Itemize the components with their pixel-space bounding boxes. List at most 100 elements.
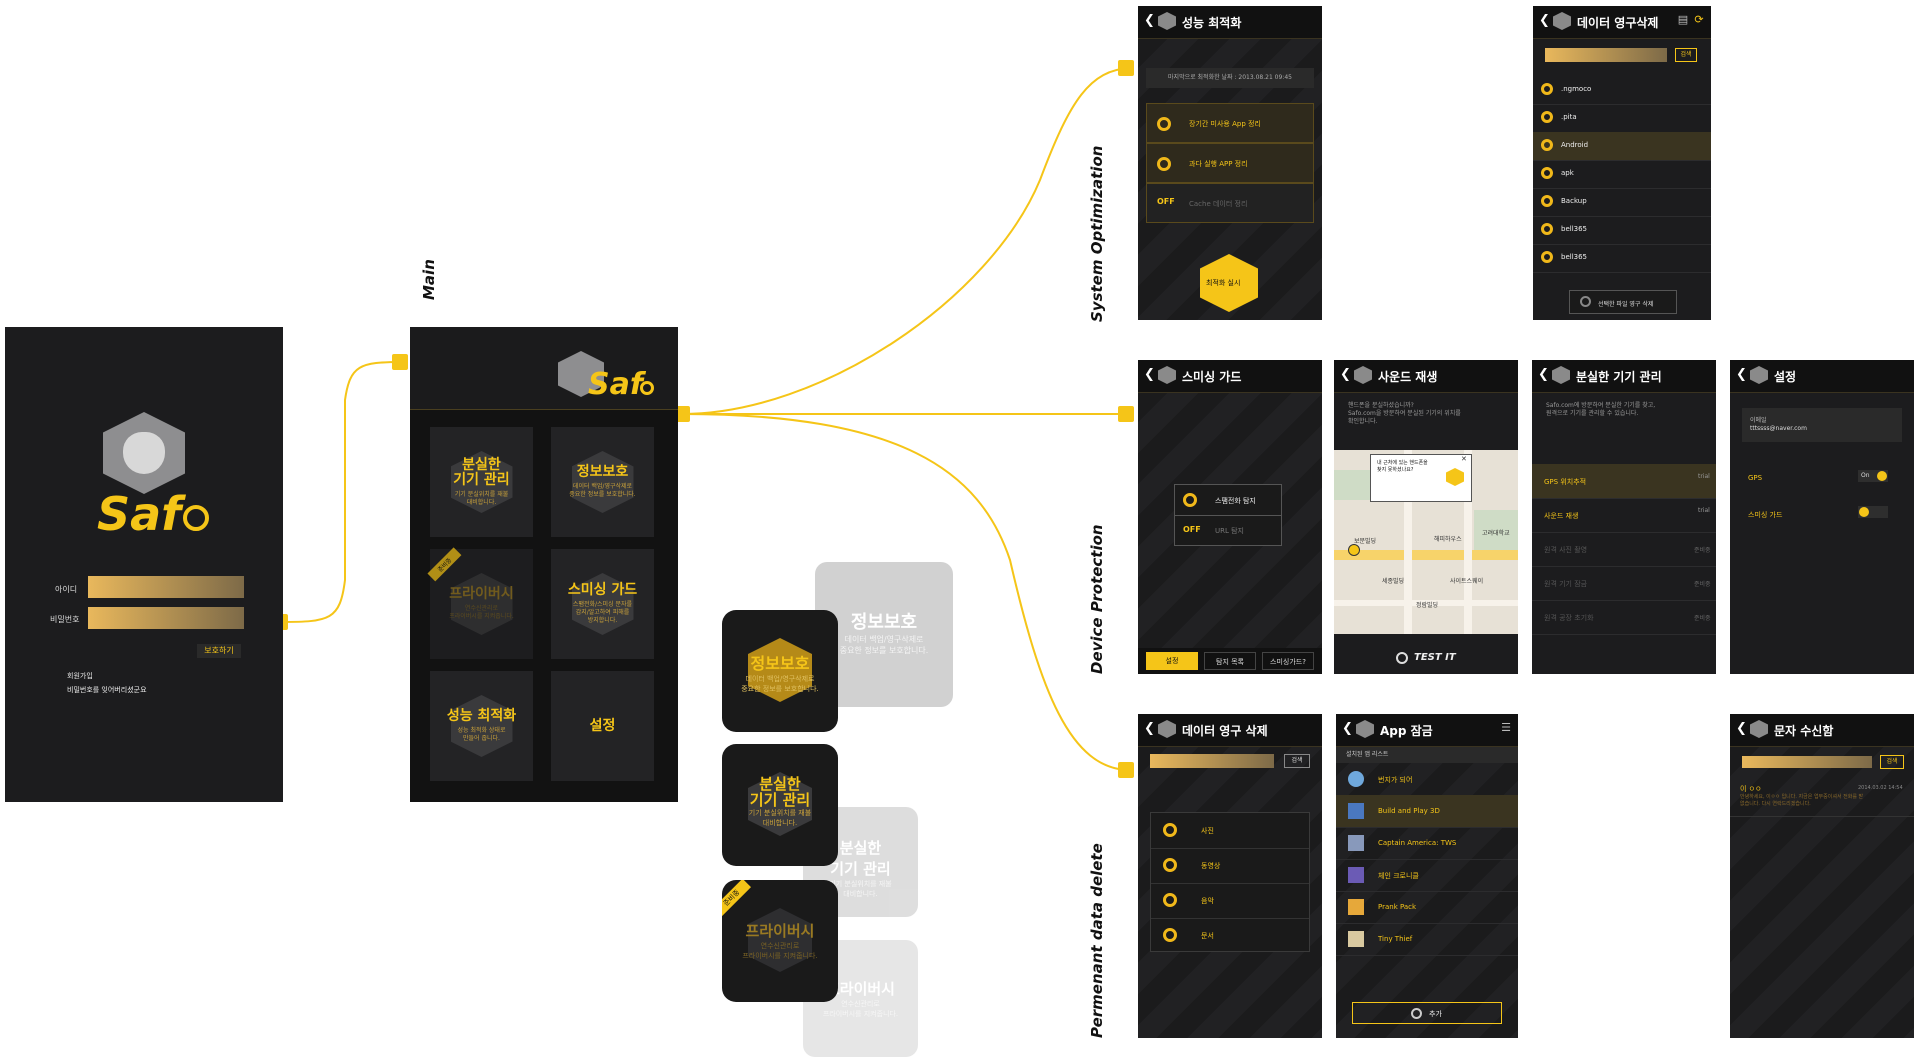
list-icon[interactable]: ▤ bbox=[1677, 13, 1689, 26]
menu-icon[interactable]: ☰ bbox=[1501, 721, 1511, 734]
category-music[interactable]: 음악 bbox=[1151, 883, 1309, 919]
back-icon[interactable]: ❮ bbox=[1144, 721, 1155, 736]
delete-selected-button[interactable]: 선택한 파일 영구 삭제 bbox=[1569, 290, 1677, 314]
login-screen: Saf 아이디 비밀번호 보호하기 회원가입 비밀번호를 잊어버리셨군요 bbox=[5, 327, 283, 802]
forgot-password-link[interactable]: 비밀번호를 잊어버리셨군요 bbox=[67, 686, 147, 694]
close-icon[interactable]: ✕ bbox=[1461, 455, 1467, 463]
tab-smishing-help[interactable]: 스미싱가드? bbox=[1262, 652, 1314, 670]
tile-settings[interactable]: 설정 bbox=[551, 671, 654, 781]
lion-logo-icon bbox=[1553, 12, 1571, 30]
lion-logo-icon bbox=[1158, 366, 1176, 384]
app-row[interactable]: 체인 크로니클 bbox=[1336, 859, 1518, 892]
password-label: 비밀번호 bbox=[50, 615, 80, 624]
category-documents[interactable]: 문서 bbox=[1151, 918, 1309, 953]
lost-row-reset: 원격 공장 초기화 준비중 bbox=[1532, 600, 1716, 635]
spam-call-option[interactable]: 스팸전화 탐지 bbox=[1175, 485, 1281, 516]
sms-search-button[interactable]: 검색 bbox=[1880, 755, 1904, 769]
sound-screen: ❮사운드 재생 핸드폰을 분실하셨습니까? Safo.com을 방문하여 분실된… bbox=[1334, 360, 1518, 674]
file-row[interactable]: bell365 bbox=[1533, 244, 1711, 273]
smishing-toggle[interactable] bbox=[1858, 506, 1888, 518]
signup-link[interactable]: 회원가입 bbox=[67, 672, 93, 680]
smishing-label: 스미싱 가드 bbox=[1748, 511, 1783, 519]
app-row[interactable]: 번지가 되어 bbox=[1336, 763, 1518, 796]
tab-settings[interactable]: 설정 bbox=[1146, 652, 1198, 670]
off-icon: OFF bbox=[1183, 525, 1201, 534]
perf-item-2[interactable]: 과다 실행 APP 정리 bbox=[1146, 143, 1314, 183]
coming-soon-badge: 준비중 bbox=[722, 880, 752, 918]
file-row[interactable]: bell365 bbox=[1533, 216, 1711, 245]
screen-title: 성능 최적화 bbox=[1182, 16, 1242, 30]
email-field[interactable]: 이메일 tttssss@naver.com bbox=[1742, 408, 1902, 442]
tile-state-info[interactable]: 정보보호 데이터 백업/영구삭제로 중요한 정보를 보호합니다. bbox=[722, 610, 838, 732]
category-search-button[interactable]: 검색 bbox=[1284, 754, 1310, 768]
lion-logo-icon bbox=[1356, 720, 1374, 738]
screen-title: 데이터 영구 삭제 bbox=[1182, 724, 1268, 738]
sms-search-input[interactable] bbox=[1742, 756, 1872, 768]
lost-row-sound[interactable]: 사운드 재생 trial bbox=[1532, 498, 1716, 533]
sound-description: 핸드폰을 분실하셨습니까? Safo.com을 방문하여 분실된 기기의 위치를… bbox=[1348, 402, 1461, 425]
tab-detect-list[interactable]: 탐지 목록 bbox=[1204, 652, 1256, 670]
back-icon[interactable]: ❮ bbox=[1538, 367, 1549, 382]
file-row[interactable]: .ngmoco bbox=[1533, 76, 1711, 105]
tile-state-lost[interactable]: 분실한 기기 관리 기기 분실위치를 재불 대비합니다. bbox=[722, 744, 838, 866]
back-icon[interactable]: ❮ bbox=[1539, 13, 1550, 28]
add-app-button[interactable]: 추가 bbox=[1352, 1002, 1502, 1024]
lost-row-photo: 원격 사진 촬영 준비중 bbox=[1532, 532, 1716, 567]
settings-screen: ❮설정 이메일 tttssss@naver.com GPS On 스미싱 가드 bbox=[1730, 360, 1914, 674]
file-row[interactable]: apk bbox=[1533, 160, 1711, 189]
protect-button[interactable]: 보호하기 bbox=[197, 644, 241, 658]
app-icon bbox=[1348, 931, 1364, 947]
app-row[interactable]: Captain America: TWS bbox=[1336, 827, 1518, 860]
refresh-icon[interactable]: ⟳ bbox=[1694, 13, 1704, 26]
password-input[interactable] bbox=[88, 607, 244, 629]
back-icon[interactable]: ❮ bbox=[1340, 367, 1351, 382]
off-icon: OFF bbox=[1157, 197, 1175, 206]
map[interactable]: 보문빌딩 세종빌딩 사이트스웨이 고려대학교 정람빌딩 해피하우스 내 근처에 … bbox=[1334, 450, 1518, 634]
perf-screen: ❮성능 최적화 마지막으로 최적화한 날짜 : 2013.08.21 09:45… bbox=[1138, 6, 1322, 320]
category-videos[interactable]: 동영상 bbox=[1151, 848, 1309, 884]
file-search-input[interactable] bbox=[1545, 48, 1667, 62]
lion-logo-icon bbox=[1750, 366, 1768, 384]
file-row[interactable]: .pita bbox=[1533, 104, 1711, 133]
lost-device-screen: ❮ 분실한 기기 관리 Safo.com에 방문하여 분실한 기기를 찾고, 원격… bbox=[1532, 360, 1716, 674]
gps-toggle[interactable]: On bbox=[1858, 470, 1888, 482]
lost-row-gps[interactable]: GPS 위치추적 trial bbox=[1532, 464, 1716, 499]
optimize-button[interactable]: 최적화 실시 bbox=[1200, 254, 1258, 312]
app-row-selected[interactable]: Build and Play 3D bbox=[1336, 795, 1518, 828]
perf-item-1[interactable]: 장기간 미사용 App 정리 bbox=[1146, 103, 1314, 143]
lost-description: Safo.com에 방문하여 분실한 기기를 찾고, 원격으로 기기를 관리할 … bbox=[1546, 402, 1656, 417]
file-row[interactable]: Backup bbox=[1533, 188, 1711, 217]
tile-state-privacy[interactable]: 프라이버시 연수신관리로 프라이버시를 지켜줍니다. 준비중 bbox=[722, 880, 838, 1002]
app-row[interactable]: Tiny Thief bbox=[1336, 923, 1518, 956]
screen-title: 분실한 기기 관리 bbox=[1576, 370, 1662, 384]
back-icon[interactable]: ❮ bbox=[1342, 721, 1353, 736]
test-it-button[interactable]: TEST IT bbox=[1334, 642, 1518, 674]
id-input[interactable] bbox=[88, 576, 244, 598]
label-main: Main bbox=[420, 259, 438, 300]
back-icon[interactable]: ❮ bbox=[1144, 367, 1155, 382]
category-photos[interactable]: 사진 bbox=[1151, 813, 1309, 849]
back-icon[interactable]: ❮ bbox=[1736, 721, 1747, 736]
category-search-input[interactable] bbox=[1150, 754, 1274, 768]
app-icon bbox=[1348, 867, 1364, 883]
ghost-tile-info: 정보보호 데이터 백업/영구삭제로 중요한 정보를 보호합니다. bbox=[815, 562, 953, 707]
category-list: 사진 동영상 음악 문서 bbox=[1150, 812, 1310, 952]
file-row-selected[interactable]: Android bbox=[1533, 132, 1711, 161]
installed-apps-header: 설치된 앱 리스트 bbox=[1336, 747, 1518, 763]
coming-soon-badge: 준비중 bbox=[427, 547, 462, 582]
label-system-optimization: System Optimization bbox=[1088, 145, 1106, 322]
back-icon[interactable]: ❮ bbox=[1736, 367, 1747, 382]
app-row[interactable]: Prank Pack bbox=[1336, 891, 1518, 924]
file-search-button[interactable]: 검색 bbox=[1675, 48, 1697, 62]
label-device-protection: Device Protection bbox=[1088, 524, 1106, 674]
perf-item-3[interactable]: OFF Cache 데이터 정리 bbox=[1146, 183, 1314, 223]
back-icon[interactable]: ❮ bbox=[1144, 13, 1155, 28]
sms-message-item[interactable]: 이 ㅇㅇ 2014.03.02 14:54 안녕하세요, 이ㅇㅇ 입니다. 지금… bbox=[1730, 776, 1914, 817]
